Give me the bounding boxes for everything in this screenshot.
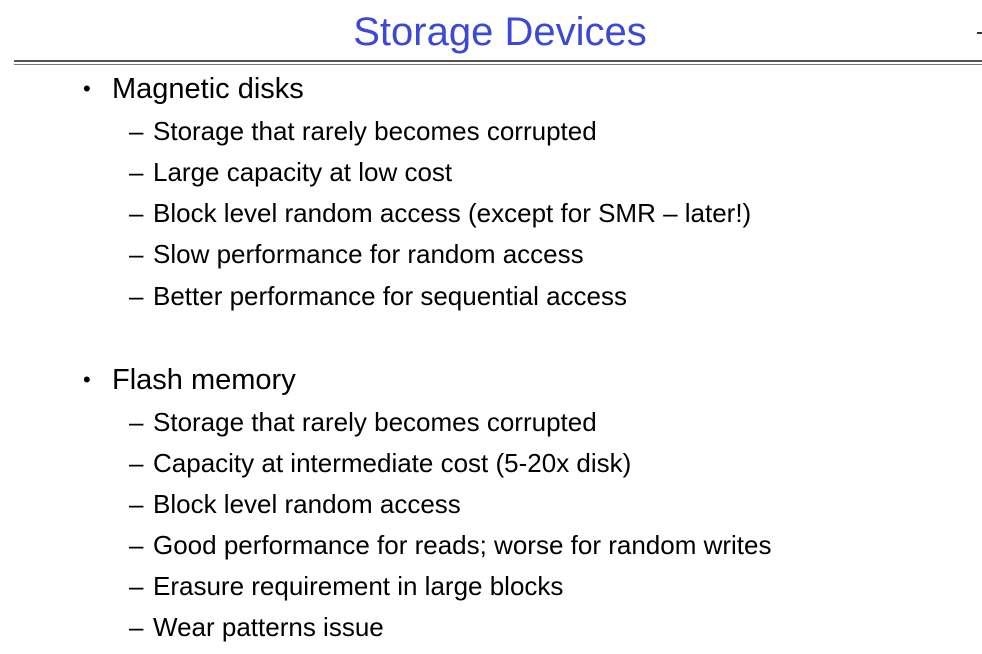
sub-item-text: Good performance for reads; worse for ra… bbox=[153, 530, 772, 560]
dash-marker: – bbox=[129, 530, 144, 560]
sub-item-text: Erasure requirement in large blocks bbox=[153, 571, 564, 601]
bullet-heading: Magnetic disks bbox=[112, 73, 304, 105]
sub-item-text: Storage that rarely becomes corrupted bbox=[153, 116, 597, 146]
dash-marker: – bbox=[129, 489, 144, 519]
bullet-marker: • bbox=[83, 367, 91, 392]
dash-marker: – bbox=[129, 239, 144, 269]
sub-item-text: Better performance for sequential access bbox=[153, 281, 628, 311]
dash-marker: – bbox=[129, 612, 144, 642]
sub-item-text: Storage that rarely becomes corrupted bbox=[153, 407, 597, 437]
title-divider-thin bbox=[14, 64, 982, 65]
sub-item-text: Slow performance for random access bbox=[153, 239, 584, 269]
bullet-marker: • bbox=[83, 76, 91, 101]
dash-marker: – bbox=[129, 407, 144, 437]
slide-title: Storage Devices bbox=[353, 10, 647, 54]
dash-marker: – bbox=[129, 157, 144, 187]
dash-marker: – bbox=[129, 448, 144, 478]
dash-marker: – bbox=[129, 571, 144, 601]
sub-item-text: Block level random access bbox=[153, 489, 461, 519]
sub-item-text: Wear patterns issue bbox=[153, 612, 384, 642]
title-divider-thick bbox=[14, 60, 982, 62]
dash-marker: – bbox=[129, 116, 144, 146]
sub-item-text: Large capacity at low cost bbox=[153, 157, 453, 187]
bullet-heading: Flash memory bbox=[112, 364, 296, 396]
dash-marker: – bbox=[129, 198, 144, 228]
dash-marker: – bbox=[129, 281, 144, 311]
edge-mark bbox=[977, 32, 982, 34]
sub-item-text: Block level random access (except for SM… bbox=[153, 198, 752, 228]
sub-item-text: Capacity at intermediate cost (5-20x dis… bbox=[153, 448, 632, 478]
